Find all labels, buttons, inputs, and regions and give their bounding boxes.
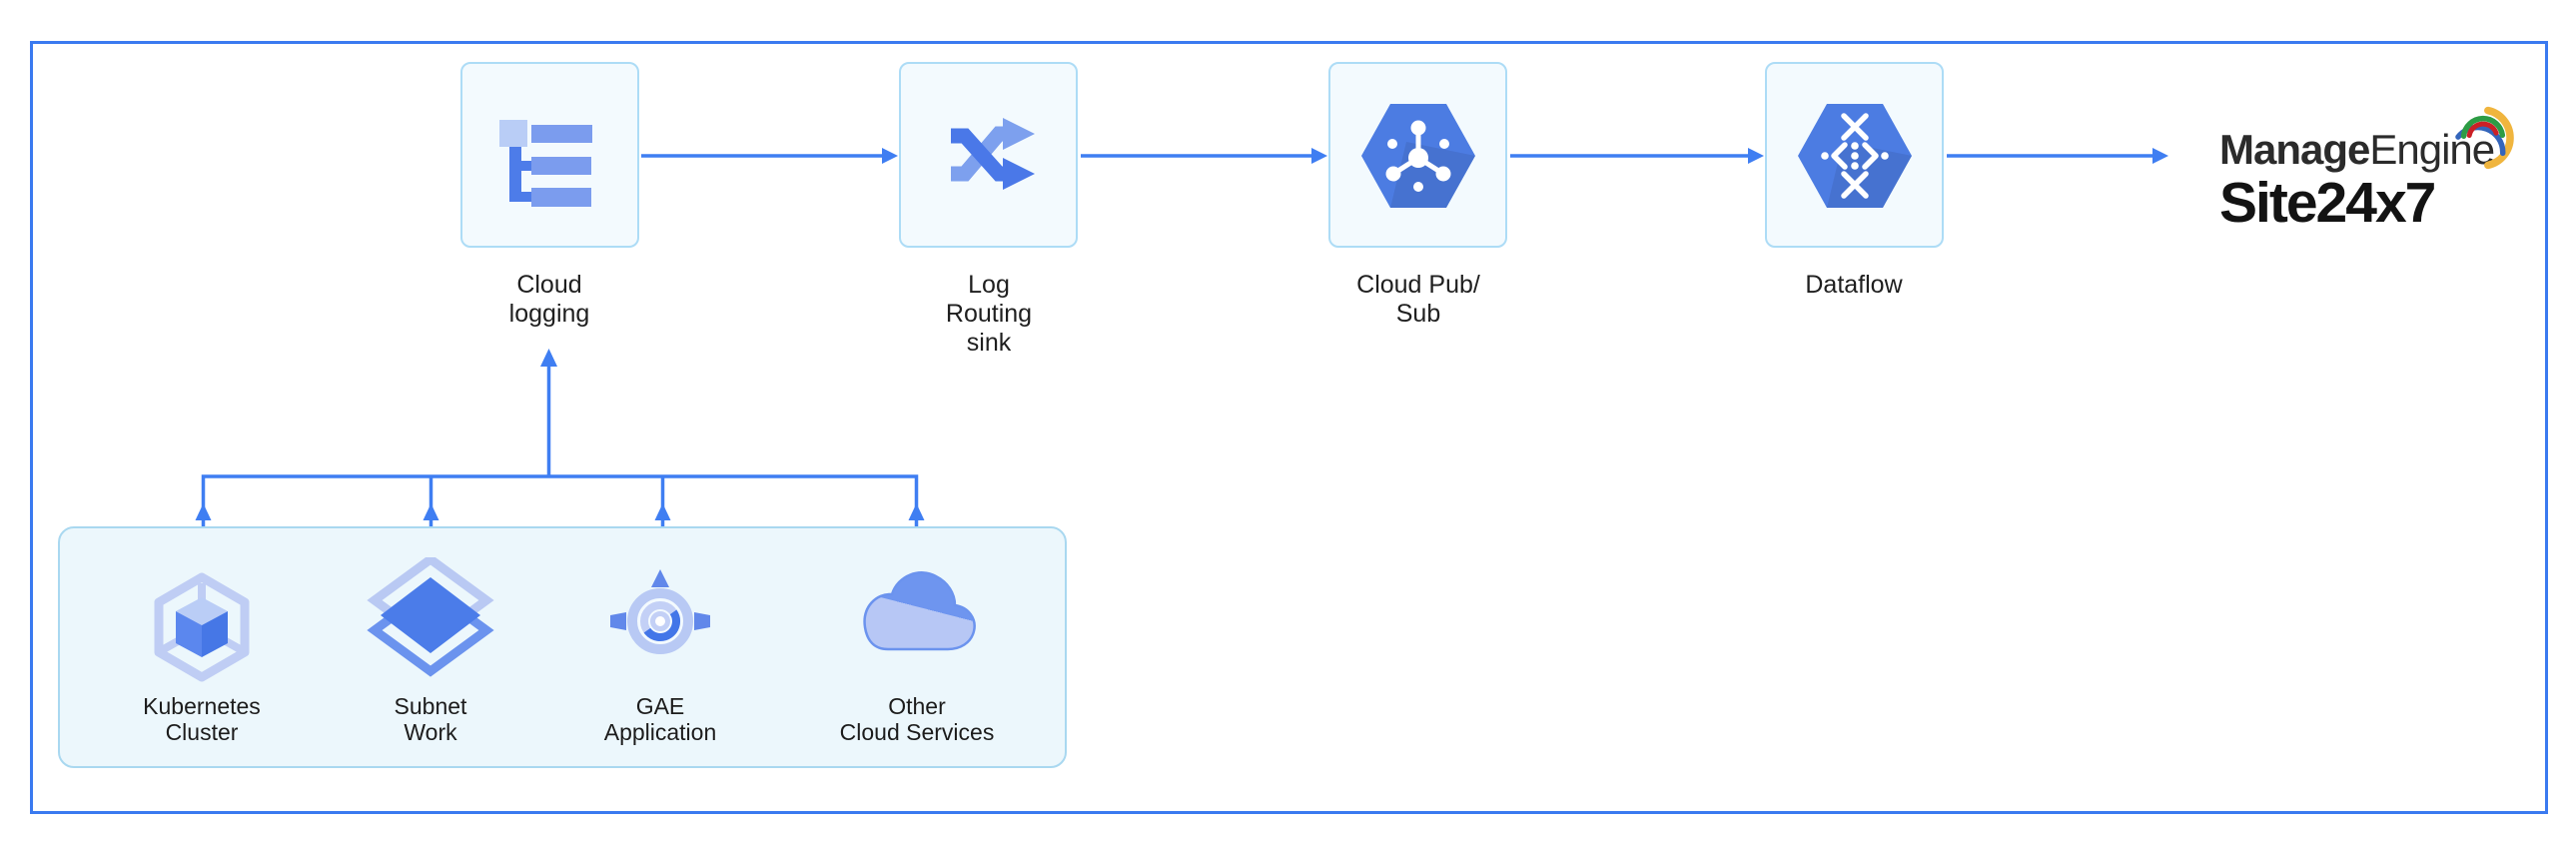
brand-name-bold: Manage (2219, 126, 2370, 173)
arrowhead-up-kubernetes (195, 503, 212, 520)
label-line: Kubernetes (143, 693, 261, 719)
label-line: Routing (945, 300, 1033, 328)
label-line: Subnet (394, 693, 467, 719)
arrowhead-up-gae (654, 503, 671, 520)
brand-name-regular: Engine (2369, 126, 2495, 173)
arrowhead-up-subnet (423, 503, 439, 520)
label-line: GAE (635, 693, 685, 719)
cloud-icon (863, 571, 976, 651)
label-line: Cloud Pub/ (1356, 271, 1480, 299)
label-line: Cluster (165, 719, 239, 745)
log-router-shuffle-icon (951, 118, 1035, 190)
label-line: Work (404, 719, 457, 745)
cloud-logging-icon (499, 120, 592, 207)
gae-icon (610, 569, 710, 654)
label-cloud-logging: Cloud logging (439, 271, 659, 329)
arrowhead-right-1 (882, 148, 898, 164)
label-line: Application (603, 719, 717, 745)
label-line: sink (966, 329, 1012, 357)
pubsub-hexagon-icon (1361, 104, 1475, 208)
label-other-cloud-services: Other Cloud Services (807, 693, 1027, 745)
kubernetes-icon (154, 572, 250, 682)
label-dataflow: Dataflow (1744, 271, 1964, 300)
brand-site24x7: Site24x7 (2219, 171, 2436, 235)
arrowhead-up-cloud (908, 503, 925, 520)
label-line: logging (508, 300, 590, 328)
brand-logo: ManageEngine Site24x7 (2219, 126, 2495, 235)
label-line: Log (968, 271, 1010, 299)
label-line: Other (888, 693, 946, 719)
label-subnet-work: Subnet Work (321, 693, 540, 745)
label-kubernetes-cluster: Kubernetes Cluster (92, 693, 312, 745)
dataflow-hexagon-icon (1798, 104, 1912, 208)
node-cloud-logging (460, 62, 639, 248)
arrowhead-right-2 (1311, 148, 1327, 164)
arrowhead-up-logging (540, 349, 557, 367)
brand-swirl-icon (2455, 106, 2514, 170)
source-bus-line (201, 474, 919, 571)
diagram-border-frame (30, 41, 2548, 814)
label-line: Sub (1395, 300, 1441, 328)
label-gae-application: GAE Application (550, 693, 770, 745)
arrowhead-right-3 (1748, 148, 1764, 164)
label-line: Dataflow (1805, 271, 1903, 299)
label-line: Cloud Services (839, 719, 995, 745)
label-cloud-pubsub: Cloud Pub/ Sub (1308, 271, 1528, 329)
label-log-routing-sink: Log Routing sink (879, 271, 1099, 358)
label-line: Cloud (516, 271, 582, 299)
subnet-icon (367, 557, 494, 677)
arrowhead-right-4 (2152, 148, 2168, 164)
brand-manageengine: ManageEngine (2219, 126, 2495, 174)
